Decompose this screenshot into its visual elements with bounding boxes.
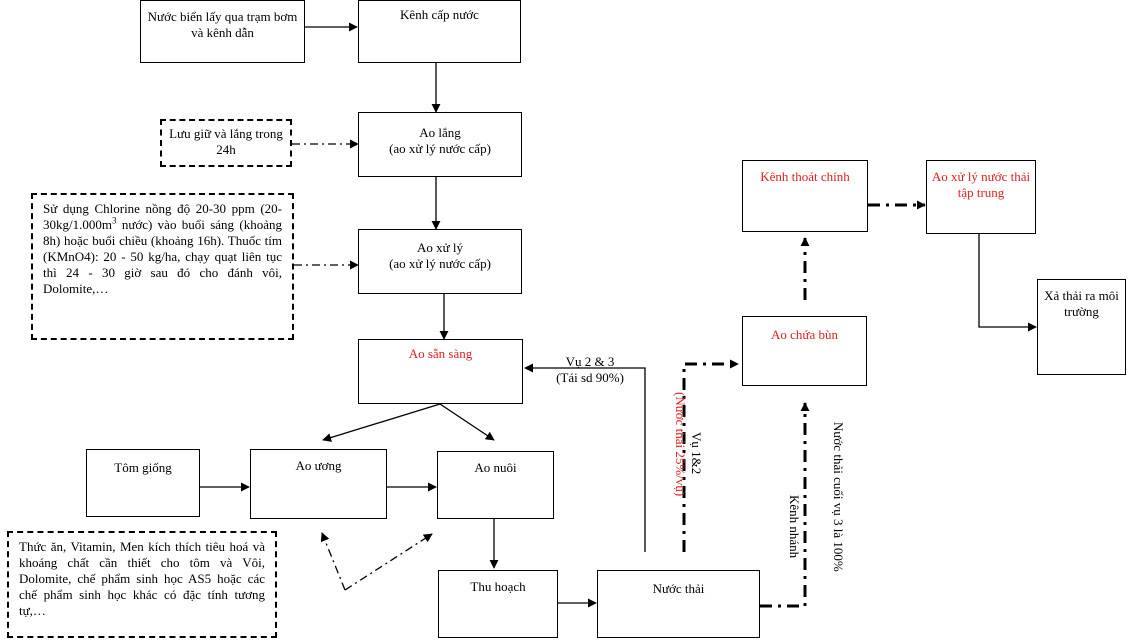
grow-pond-box: Ao nuôi (437, 451, 554, 519)
main-drain-label: Kênh thoát chính (760, 169, 850, 184)
branch-canal-label: Kênh nhánh (787, 495, 802, 559)
chlorine-note-box: Sử dụng Chlorine nồng độ 20-30 ppm (20-3… (31, 193, 294, 340)
treatment-pond-label: Ao xử lý (416, 240, 464, 255)
storage-note-label: Lưu giữ và lắng trong 24h (169, 126, 283, 157)
storage-note-box: Lưu giữ và lắng trong 24h (160, 119, 292, 167)
crop12-pct-label: (Nước thải 25%/vụ) (673, 392, 688, 497)
main-drain-box: Kênh thoát chính (742, 160, 868, 232)
feed-note-label: Thức ăn, Vitamin, Men kích thích tiêu ho… (19, 539, 265, 618)
end-crop-label: Nước thải cuối vụ 3 là 100% (831, 422, 846, 572)
supply-canal-box: Kênh cấp nước (358, 0, 521, 63)
seawater-intake-label: Nước biển lấy qua trạm bơm và kênh dẫn (147, 9, 298, 40)
arrow-ready-to-nursery (322, 403, 441, 442)
grow-pond-label: Ao nuôi (474, 460, 517, 475)
reuse-label: Vụ 2 & 3 (Tái sd 90%) (540, 354, 640, 386)
arrow-ready-to-grow (439, 403, 495, 441)
nursery-pond-label: Ao ương (295, 458, 342, 473)
sludge-pond-box: Ao chứa bùn (742, 316, 867, 386)
settling-pond-label: Ao lắng (419, 125, 461, 140)
discharge-label: Xả thải ra môi trường (1044, 288, 1119, 319)
arrow-wastewater-to-sludge-crop12 (682, 359, 739, 552)
chlorine-note-text-1: Sử dụng Chlorine nồng độ 20-30 ppm (20-3… (43, 201, 282, 232)
arrow-wastewater-to-sludge-branch (760, 402, 810, 608)
chlorine-note-text-2: nước) vào buổi sáng (khoảng 8h) hoặc buổ… (43, 217, 282, 296)
seed-shrimp-label: Tôm giống (114, 460, 172, 475)
treatment-pond-sublabel: (ao xử lý nước cấp) (389, 256, 491, 271)
settling-pond-box: Ao lắng (ao xử lý nước cấp) (358, 112, 522, 177)
ready-pond-label: Ao sẵn sàng (408, 346, 473, 361)
seed-shrimp-box: Tôm giống (86, 449, 200, 517)
harvest-box: Thu hoạch (438, 570, 558, 638)
harvest-label: Thu hoạch (470, 579, 526, 594)
nursery-pond-box: Ao ương (250, 449, 387, 519)
feed-note-box: Thức ăn, Vitamin, Men kích thích tiêu ho… (7, 531, 277, 638)
ready-pond-box: Ao sẵn sàng (358, 339, 523, 404)
arrow-feed-to-nursery (320, 532, 346, 591)
treatment-pond-box: Ao xử lý (ao xử lý nước cấp) (358, 229, 522, 294)
crop12-label: Vụ 1&2 (689, 432, 704, 475)
sludge-pond-label: Ao chứa bùn (771, 327, 838, 342)
central-treatment-box: Ao xử lý nước thải tập trung (926, 160, 1036, 234)
reuse-pct-label: (Tái sd 90%) (556, 370, 624, 385)
wastewater-box: Nước thải (597, 570, 760, 638)
arrow-wastewater-reuse (524, 363, 646, 552)
wastewater-label: Nước thải (652, 581, 705, 596)
arrow-central-to-discharge (978, 234, 1037, 332)
central-treatment-label: Ao xử lý nước thải tập trung (931, 169, 1031, 200)
seawater-intake-box: Nước biển lấy qua trạm bơm và kênh dẫn (140, 0, 305, 63)
settling-pond-sublabel: (ao xử lý nước cấp) (389, 141, 491, 156)
discharge-box: Xả thải ra môi trường (1037, 279, 1126, 375)
reuse-crop-label: Vụ 2 & 3 (565, 354, 615, 369)
chlorine-note-superscript: 3 (111, 215, 117, 226)
arrow-feed-to-grow (344, 533, 433, 591)
supply-canal-label: Kênh cấp nước (400, 7, 479, 22)
